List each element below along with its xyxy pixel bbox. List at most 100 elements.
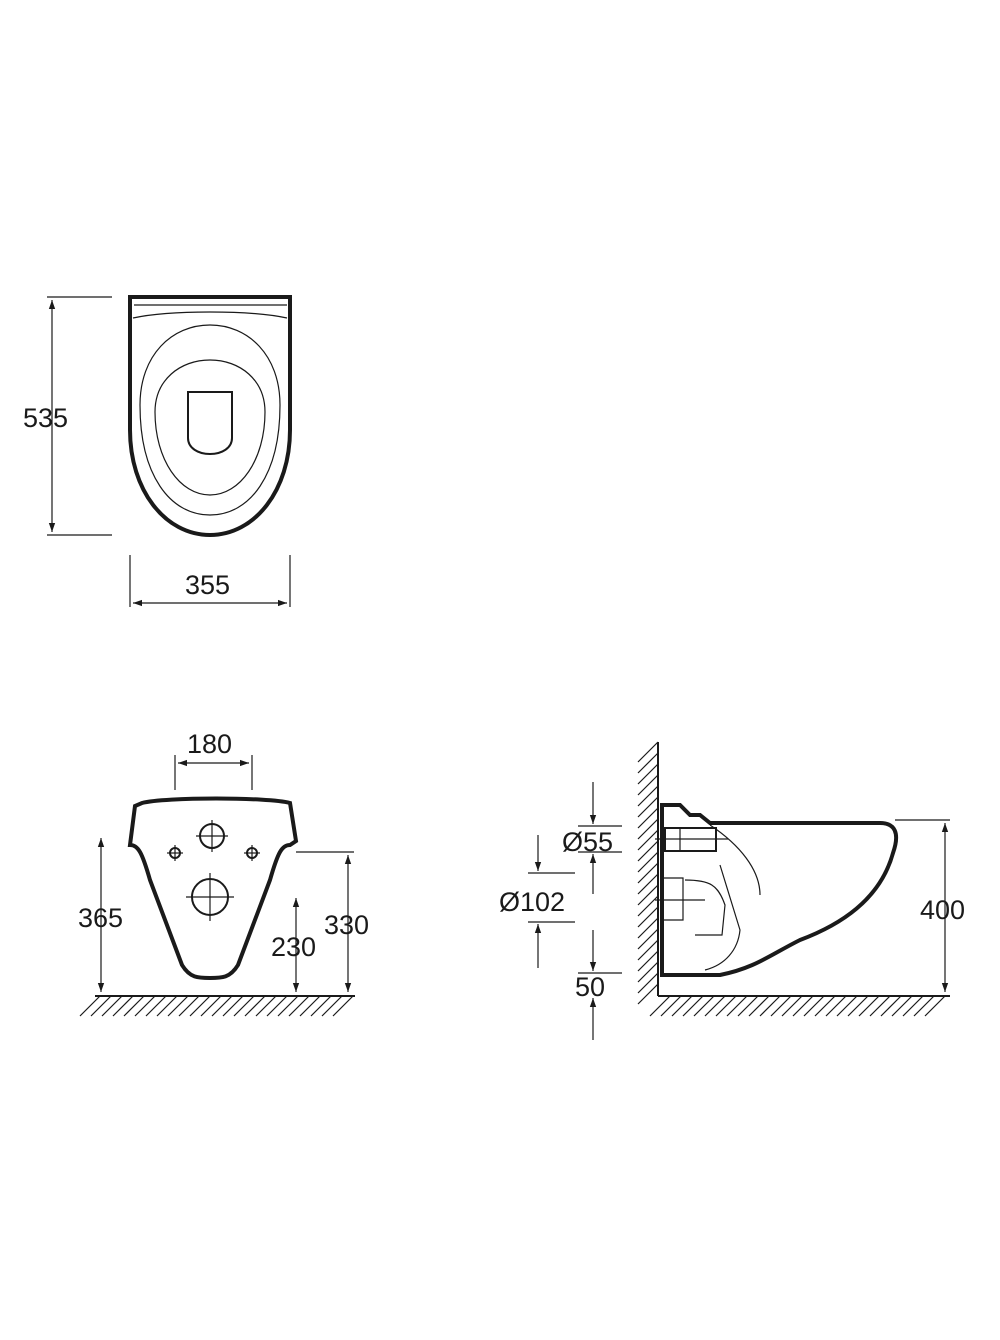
top-view: 535 355 — [23, 295, 292, 607]
hatch-line — [637, 884, 659, 906]
hatch-line — [90, 995, 112, 1017]
hatch-line — [715, 995, 737, 1017]
side-view-outlet-connector — [664, 877, 684, 921]
hatch-line — [255, 995, 277, 1017]
top-view-bowl-outline — [128, 295, 292, 538]
dim-230-label: 230 — [271, 932, 316, 962]
hatch-line — [222, 995, 244, 1017]
hatch-line — [233, 995, 255, 1017]
hatch-line — [726, 995, 748, 1017]
hatch-line — [637, 906, 659, 928]
hatch-line — [299, 995, 321, 1017]
hatch-line — [693, 995, 715, 1017]
hatch-line — [649, 995, 671, 1017]
hatch-line — [123, 995, 145, 1017]
hatch-line — [101, 995, 123, 1017]
hatch-line — [112, 995, 134, 1017]
hatch-line — [671, 995, 693, 1017]
hatch-line — [637, 950, 659, 972]
rear-view-floor-hatch — [79, 995, 354, 1017]
top-view-rim-outline — [139, 324, 281, 516]
dim-d102-label: Ø102 — [499, 887, 565, 917]
hatch-line — [704, 995, 726, 1017]
hatch-line — [637, 741, 659, 763]
dim-400-label: 400 — [920, 895, 965, 925]
rear-view: 180 365 230 330 — [78, 729, 369, 1017]
side-view-trap-curve — [684, 879, 726, 936]
hatch-line — [792, 995, 814, 1017]
hatch-line — [288, 995, 310, 1017]
rear-view-shell-outline — [127, 796, 299, 981]
hatch-line — [332, 995, 354, 1017]
hatch-line — [79, 995, 101, 1017]
hatch-line — [266, 995, 288, 1017]
hatch-line — [637, 961, 659, 983]
hatch-line — [637, 862, 659, 884]
hatch-line — [637, 774, 659, 796]
hatch-line — [660, 995, 682, 1017]
hatch-line — [637, 939, 659, 961]
hatch-line — [637, 818, 659, 840]
hatch-line — [277, 995, 299, 1017]
hatch-line — [737, 995, 759, 1017]
top-view-water-spot — [187, 391, 233, 456]
hatch-line — [637, 807, 659, 829]
hatch-line — [189, 995, 211, 1017]
hatch-line — [167, 995, 189, 1017]
hatch-line — [145, 995, 167, 1017]
hatch-line — [748, 995, 770, 1017]
hatch-line — [637, 972, 659, 994]
side-view-wall-hatch — [637, 741, 659, 1005]
hatch-line — [156, 995, 178, 1017]
hatch-line — [913, 995, 935, 1017]
hatch-line — [759, 995, 781, 1017]
side-view-rim-line — [709, 824, 761, 896]
hatch-line — [803, 995, 825, 1017]
hatch-line — [637, 873, 659, 895]
hatch-line — [637, 895, 659, 917]
hatch-line — [637, 851, 659, 873]
hatch-line — [781, 995, 803, 1017]
dim-330-label: 330 — [324, 910, 369, 940]
dim-180-label: 180 — [187, 729, 232, 759]
hatch-line — [637, 785, 659, 807]
hatch-line — [891, 995, 913, 1017]
hatch-line — [178, 995, 200, 1017]
top-view-bowl-opening — [154, 359, 266, 496]
hatch-line — [244, 995, 266, 1017]
hatch-line — [310, 995, 332, 1017]
hatch-line — [924, 995, 946, 1017]
hatch-line — [836, 995, 858, 1017]
hatch-line — [880, 995, 902, 1017]
hatch-line — [869, 995, 891, 1017]
side-view-bowl-outline — [660, 803, 899, 977]
dim-535-label: 535 — [23, 403, 68, 433]
hatch-line — [902, 995, 924, 1017]
dim-355-label: 355 — [185, 570, 230, 600]
hatch-line — [637, 983, 659, 1005]
hatch-line — [637, 917, 659, 939]
hatch-line — [770, 995, 792, 1017]
hatch-line — [200, 995, 222, 1017]
hatch-line — [321, 995, 343, 1017]
hatch-line — [637, 763, 659, 785]
hatch-line — [858, 995, 880, 1017]
hatch-line — [134, 995, 156, 1017]
dim-50-label: 50 — [575, 972, 605, 1002]
dim-365-label: 365 — [78, 903, 123, 933]
side-view: Ø55 Ø102 50 400 — [499, 741, 965, 1040]
hatch-line — [211, 995, 233, 1017]
hatch-line — [825, 995, 847, 1017]
hatch-line — [637, 928, 659, 950]
hatch-line — [814, 995, 836, 1017]
dim-d55-label: Ø55 — [562, 827, 613, 857]
side-view-floor-hatch — [649, 995, 946, 1017]
hatch-line — [637, 840, 659, 862]
top-view-seat-outline — [132, 311, 288, 319]
side-view-inner-trap — [704, 864, 741, 971]
side-view-inlet-connector — [664, 827, 717, 852]
hatch-line — [637, 752, 659, 774]
hatch-line — [637, 796, 659, 818]
hatch-line — [682, 995, 704, 1017]
